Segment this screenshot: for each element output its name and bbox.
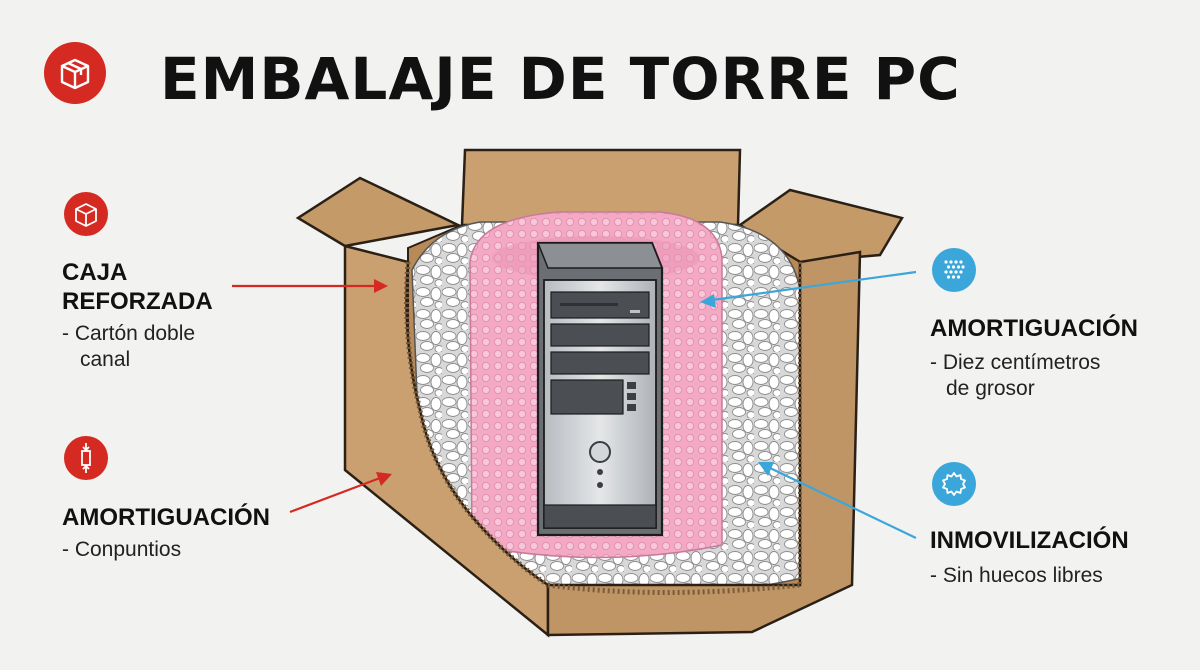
box-front-right-panel bbox=[546, 250, 862, 637]
box-left-flap bbox=[295, 176, 462, 248]
cushion-right-desc-line2: de grosor bbox=[946, 377, 1035, 400]
cushion-left-desc: - Conpuntios bbox=[62, 538, 182, 561]
blue-arrows bbox=[700, 270, 917, 539]
reinforced-box-icon bbox=[64, 192, 108, 236]
cushion-left-title: AMORTIGUACIÓN bbox=[62, 504, 270, 531]
gear-icon bbox=[932, 462, 976, 506]
reinforced-box-desc-line1: - Cartón doble bbox=[62, 322, 196, 345]
reinforced-box-title-line2: REFORZADA bbox=[62, 288, 213, 315]
foam-texture-icon bbox=[932, 248, 976, 292]
pc-tower bbox=[536, 241, 664, 537]
reinforced-box-desc-line2: canal bbox=[80, 348, 131, 371]
title-box-icon bbox=[44, 42, 106, 104]
cushion-right-title: AMORTIGUACIÓN bbox=[930, 315, 1138, 342]
page-title: EMBALAJE DE TORRE PC bbox=[160, 45, 961, 113]
box-front-left-panel bbox=[343, 244, 550, 638]
cushion-right-desc-line1: - Diez centímetros bbox=[930, 351, 1101, 374]
immobilization-title: INMOVILIZACIÓN bbox=[930, 527, 1129, 554]
reinforced-box-title-line1: CAJA bbox=[62, 259, 128, 286]
immobilization-desc: - Sin huecos libres bbox=[930, 564, 1103, 587]
red-arrows bbox=[232, 279, 392, 514]
compression-icon bbox=[64, 436, 108, 480]
